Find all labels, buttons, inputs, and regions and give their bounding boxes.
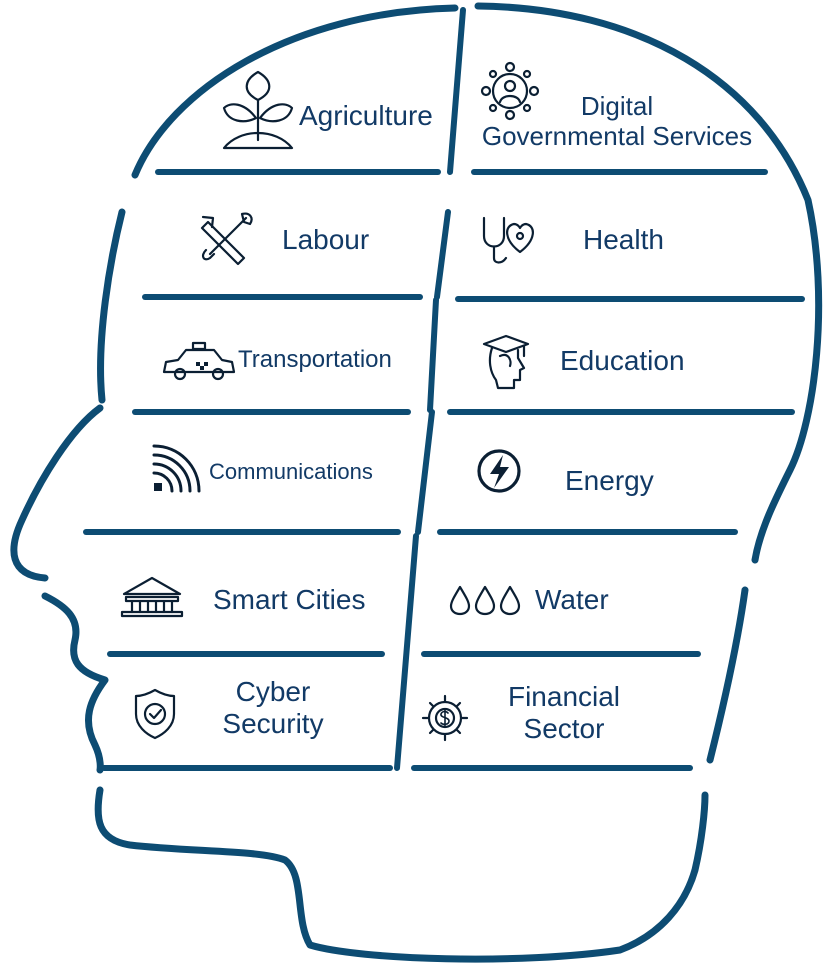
signal-waves-icon [152, 444, 201, 493]
health-label: Health [583, 224, 664, 255]
water-label: Water [535, 584, 609, 615]
globe-network-icon [480, 61, 540, 121]
center-divider-top [447, 7, 466, 175]
center-divider-upper [434, 209, 451, 300]
center-divider-lower [415, 409, 435, 535]
smart-cities-label: Smart Cities [213, 584, 366, 615]
education-label: Education [560, 345, 685, 376]
neck-outline [94, 786, 709, 963]
sprout-icon [222, 70, 294, 150]
communications-label: Communications [209, 459, 373, 484]
cyber-security-label: Cyber Security [198, 676, 348, 740]
financial-sector-label: Financial Sector [484, 681, 644, 745]
head-back-outline [706, 586, 749, 764]
labour-label: Labour [282, 224, 370, 255]
head-right-outline [474, 2, 823, 564]
transportation-label: Transportation [238, 346, 392, 373]
wrench-screwdriver-icon [200, 212, 253, 266]
forehead-outline [97, 208, 126, 404]
center-divider-bottom [394, 533, 419, 771]
taxi-icon [162, 341, 236, 381]
digital-label-line1: Digital [580, 91, 654, 121]
lightning-icon [477, 449, 521, 493]
gear-dollar-icon [421, 694, 469, 742]
cyber-label-line2: Security [222, 708, 324, 740]
financial-label-line2: Sector [523, 713, 605, 745]
center-divider-mid [427, 297, 439, 413]
head-top-outline [131, 4, 459, 179]
digital-label-line2: Governmental Services [481, 120, 753, 151]
building-icon [120, 576, 184, 618]
digital-governmental-services-label: Digital Governmental Services [462, 91, 772, 152]
graduate-head-icon [482, 334, 530, 390]
water-drops-icon [449, 585, 521, 616]
energy-label: Energy [565, 465, 654, 496]
lips-chin-outline [41, 592, 109, 774]
cyber-label-line1: Cyber [235, 676, 311, 707]
shield-check-icon [134, 688, 176, 740]
stethoscope-heart-icon [482, 216, 534, 264]
agriculture-label: Agriculture [299, 100, 433, 131]
financial-label-line1: Financial [507, 681, 621, 712]
brow-nose-outline [10, 404, 104, 582]
